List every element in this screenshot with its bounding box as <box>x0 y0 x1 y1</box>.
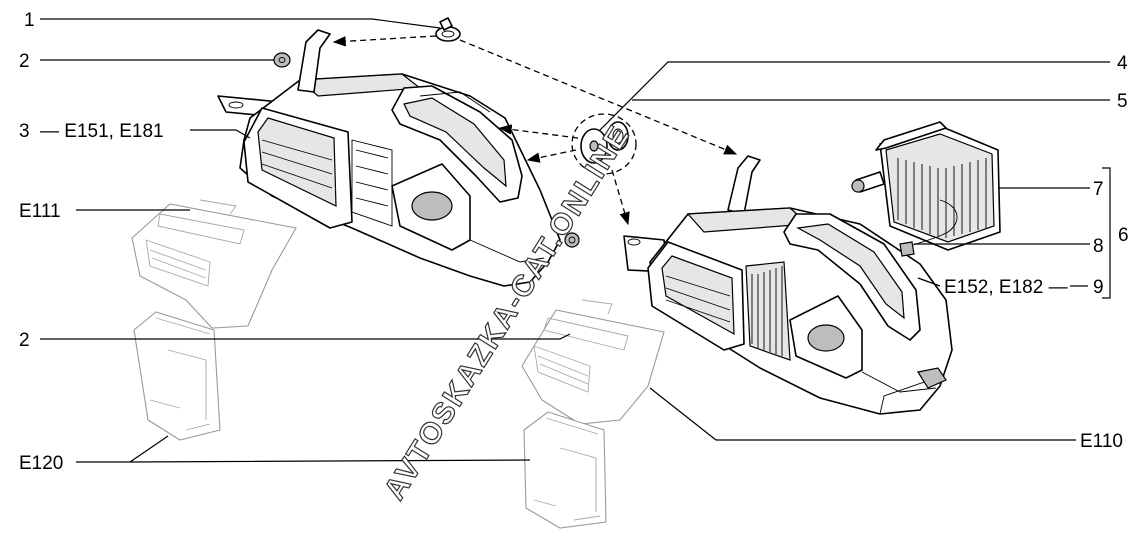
leader-lines <box>40 18 1111 463</box>
callout-7: 7 <box>1093 179 1104 200</box>
callout-6: 6 <box>1118 225 1129 246</box>
callout-e111: E111 <box>19 201 61 222</box>
callout-4: 4 <box>1117 53 1128 74</box>
clamp-part-1 <box>435 17 461 42</box>
callout-2-bottom: 2 <box>19 330 30 351</box>
callout-9: 9 <box>1093 277 1104 298</box>
assembly-group-ellipse <box>571 113 637 175</box>
callout-e110: E110 <box>1080 431 1123 452</box>
right-heater-housing <box>623 155 953 415</box>
grommet-part-2 <box>273 52 291 68</box>
callout-labels: 1 2 3 — E151, E181 E111 2 E120 4 5 7 6 8… <box>19 10 1129 474</box>
left-heater-housing <box>217 29 580 287</box>
right-ducts-e110-e120 <box>521 299 665 529</box>
callout-3-codes: — E151, E181 <box>40 121 164 142</box>
callout-1: 1 <box>24 10 35 31</box>
assembly-dashed-lines <box>332 35 738 226</box>
callout-5: 5 <box>1117 91 1128 112</box>
evaporator-core <box>851 121 1001 257</box>
callout-3: 3 <box>19 121 30 142</box>
seal-ring-part-4 <box>580 128 608 164</box>
callout-9-codes: E152, E182 — <box>944 277 1068 298</box>
callout-2-top: 2 <box>19 51 30 72</box>
seal-ring-part-5 <box>607 121 629 151</box>
left-ducts-e111-e120 <box>131 199 297 441</box>
callout-8: 8 <box>1093 236 1104 257</box>
callout-e120: E120 <box>19 453 63 474</box>
